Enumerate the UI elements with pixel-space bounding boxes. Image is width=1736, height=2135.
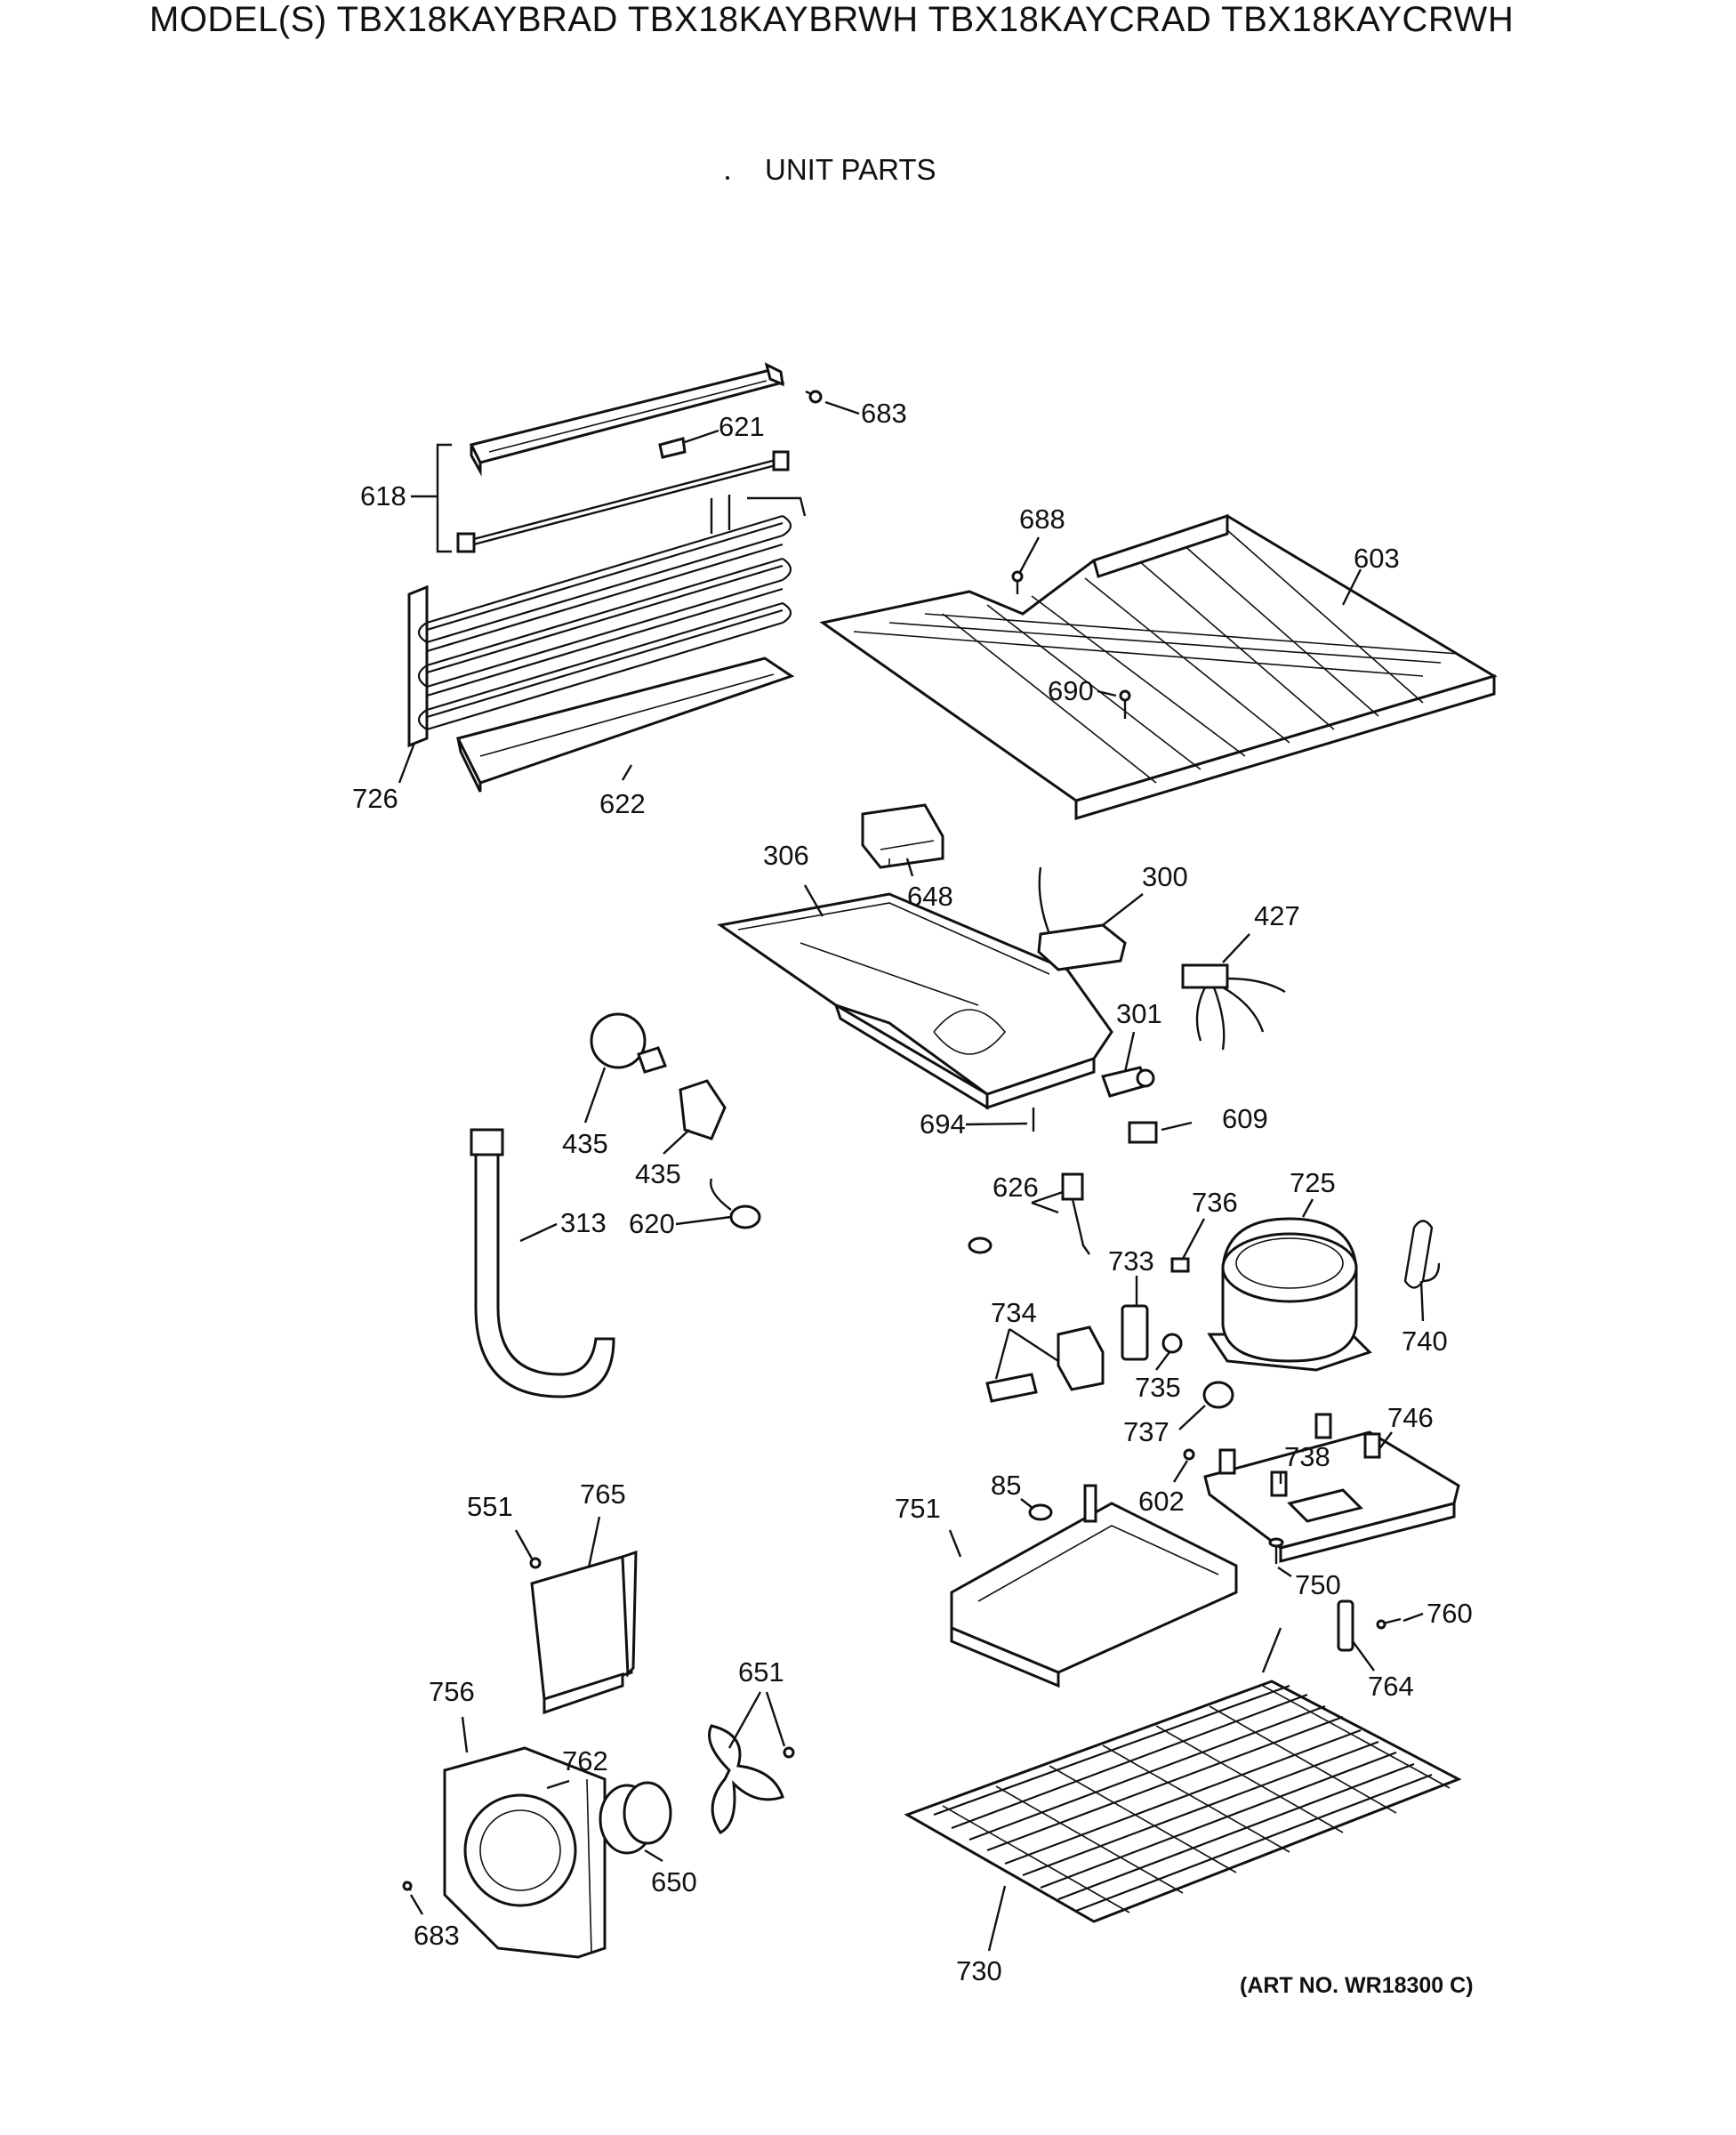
callout-621: 621 <box>719 411 765 442</box>
fan-nut-651 <box>783 1746 795 1759</box>
callout-762: 762 <box>562 1745 608 1776</box>
drain-tube <box>470 1128 615 1398</box>
callout-650: 650 <box>651 1866 697 1897</box>
screw-551 <box>529 1557 542 1569</box>
callout-602: 602 <box>1138 1486 1185 1517</box>
condenser-coil <box>904 1627 1462 1923</box>
callout-694: 694 <box>920 1108 966 1140</box>
screw-683-top <box>805 390 823 404</box>
grommet-620 <box>710 1178 761 1229</box>
light-bulb <box>590 1012 667 1074</box>
evaporator-clip <box>658 437 687 459</box>
callout-734: 734 <box>991 1297 1037 1328</box>
fan-shroud-756 <box>443 1746 607 1959</box>
art-number: (ART NO. WR18300 C) <box>1240 1973 1474 1998</box>
screw-760 <box>1376 1617 1402 1630</box>
overload-734 <box>985 1325 1105 1403</box>
callout-760: 760 <box>1427 1598 1473 1629</box>
callout-551: 551 <box>467 1491 513 1522</box>
model-title: MODEL(S) TBX18KAYBRAD TBX18KAYBRWH TBX18… <box>149 0 1515 39</box>
stray-dot <box>726 176 729 180</box>
overload-harness-626 <box>968 1172 1090 1255</box>
callout-683-top: 683 <box>861 398 907 429</box>
grommet-85 <box>1028 1503 1053 1521</box>
callout-726: 726 <box>352 783 398 814</box>
evaporator-drain-trough <box>455 657 795 793</box>
callout-746: 746 <box>1387 1402 1434 1433</box>
callout-648: 648 <box>907 881 953 912</box>
callout-737: 737 <box>1123 1416 1169 1447</box>
callout-85: 85 <box>991 1470 1021 1501</box>
evaporator-coil <box>407 495 807 748</box>
callout-427: 427 <box>1254 900 1300 931</box>
relay-733 <box>1121 1304 1149 1361</box>
callout-690: 690 <box>1048 675 1094 706</box>
callout-306: 306 <box>763 840 809 871</box>
callout-740: 740 <box>1402 1325 1448 1357</box>
clip-740 <box>1403 1220 1441 1289</box>
capacitor-735 <box>1161 1333 1183 1354</box>
screw-750 <box>1268 1537 1284 1564</box>
callout-labels: 683 621 618 688 603 690 726 622 306 648 … <box>352 398 1473 1986</box>
callout-688: 688 <box>1019 504 1065 535</box>
callout-603: 603 <box>1354 543 1400 574</box>
control-housing <box>717 892 1113 1110</box>
compressor-mounting-plate <box>1203 1413 1460 1563</box>
callout-651: 651 <box>738 1656 784 1688</box>
callout-738: 738 <box>1284 1441 1330 1472</box>
callout-735: 735 <box>1135 1372 1181 1403</box>
callout-730: 730 <box>956 1955 1002 1986</box>
light-socket-435 <box>679 1079 727 1140</box>
callout-300: 300 <box>1142 861 1188 892</box>
clip-736 <box>1170 1257 1190 1273</box>
freezer-floor-panel <box>819 513 1498 821</box>
callout-736: 736 <box>1192 1187 1238 1218</box>
grommet-737 <box>1202 1381 1234 1409</box>
screw-690 <box>1119 689 1131 719</box>
light-switch-609 <box>1128 1121 1158 1144</box>
callout-313: 313 <box>560 1207 607 1238</box>
callout-725: 725 <box>1290 1167 1336 1198</box>
compressor <box>1207 1217 1372 1372</box>
light-socket-301 <box>1101 1066 1155 1098</box>
defrost-timer <box>861 803 944 869</box>
callout-751: 751 <box>895 1493 941 1524</box>
callout-435-socket: 435 <box>635 1158 681 1189</box>
bracket-764 <box>1337 1599 1354 1652</box>
callout-683-bottom: 683 <box>414 1920 460 1951</box>
callout-765: 765 <box>580 1478 626 1510</box>
screw-683-bottom <box>402 1881 413 1891</box>
callout-609: 609 <box>1222 1103 1268 1134</box>
wiring-connector-427 <box>1181 963 1286 1051</box>
defrost-heater <box>456 450 790 553</box>
screw-602 <box>1183 1448 1195 1461</box>
evaporator-cover-rail <box>469 362 785 477</box>
shroud-panel-765 <box>530 1550 638 1715</box>
callout-622: 622 <box>599 788 646 819</box>
callout-435-bulb: 435 <box>562 1128 608 1159</box>
callout-764: 764 <box>1368 1671 1414 1702</box>
callout-733: 733 <box>1108 1245 1154 1277</box>
callout-750: 750 <box>1295 1569 1341 1600</box>
callout-618: 618 <box>360 480 406 512</box>
fan-motor-650 <box>599 1781 672 1855</box>
machine-compartment-drain-pan <box>950 1484 1238 1688</box>
callout-301: 301 <box>1116 998 1162 1029</box>
callout-756: 756 <box>429 1676 475 1707</box>
section-title: UNIT PARTS <box>765 153 936 186</box>
callout-626: 626 <box>993 1172 1039 1203</box>
screw-688 <box>1011 570 1024 594</box>
callout-620: 620 <box>629 1208 675 1239</box>
leader-lines <box>398 400 1425 1952</box>
fan-blade-651 <box>708 1724 784 1834</box>
